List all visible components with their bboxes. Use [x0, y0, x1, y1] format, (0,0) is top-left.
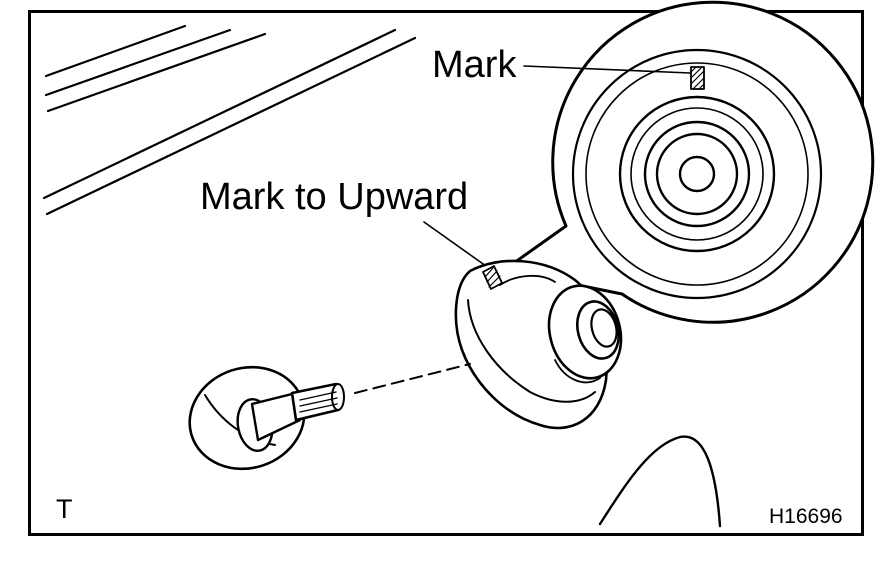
boot-mark-symbol: [482, 265, 503, 290]
mark-to-upward-leader-line: [423, 221, 487, 267]
fender-outline: [598, 435, 722, 528]
alignment-dashed-line: [354, 363, 471, 394]
figure-code: H16696: [769, 505, 843, 528]
label-mark-to-upward: Mark to Upward: [200, 176, 469, 218]
label-mark: Mark: [432, 44, 517, 86]
shaft-joint-assembly: [188, 365, 345, 471]
detail-concentric-rings: [571, 48, 823, 300]
detail-mark-symbol: [690, 66, 705, 90]
mark-leader-line: [523, 65, 691, 74]
boot-assembly: [454, 259, 623, 430]
corner-letter: T: [56, 494, 73, 524]
vehicle-body-lines: [42, 24, 417, 216]
